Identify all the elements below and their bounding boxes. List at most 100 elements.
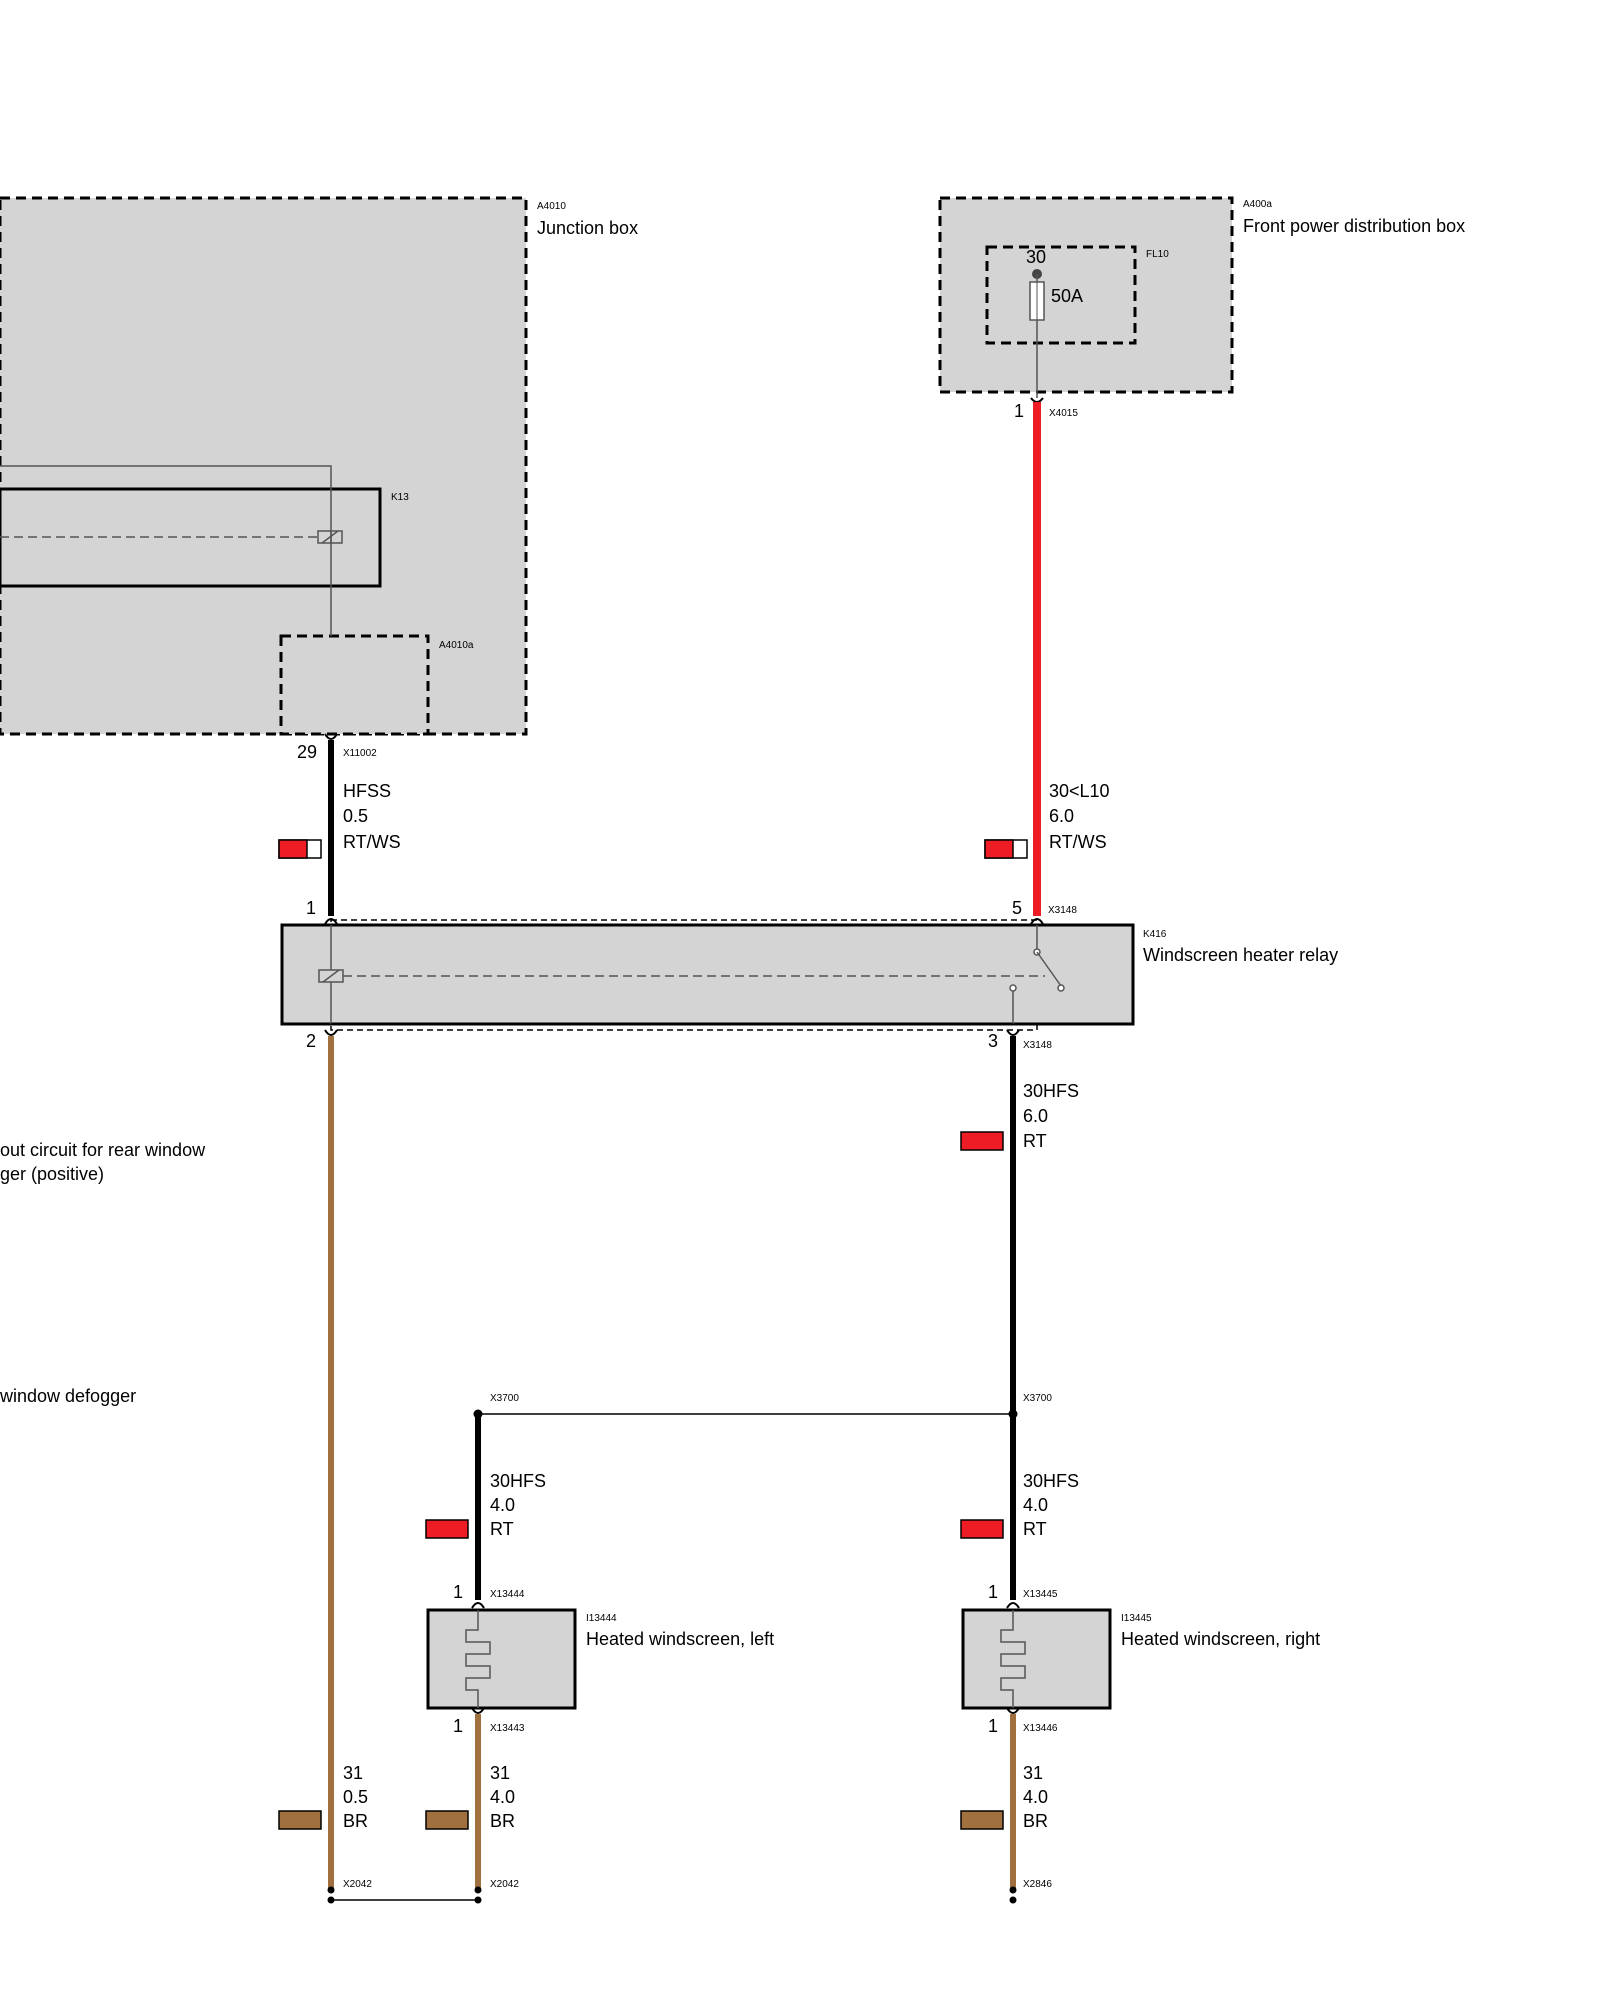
- x13445-pin: 1: [988, 1582, 998, 1602]
- wire-gnd-relay-signal: 31: [343, 1763, 363, 1783]
- x4015-connector-icon: [1030, 397, 1044, 403]
- heating-element-left-icon: [465, 1610, 491, 1708]
- relay-pin3: 3: [988, 1031, 998, 1051]
- heated-windscreen-left: I13444 Heated windscreen, left: [426, 1608, 774, 1710]
- a4010a-id: A4010a: [439, 640, 474, 651]
- wire-gnd-relay-gauge: 0.5: [343, 1787, 368, 1807]
- wire-hfss-gauge: 0.5: [343, 806, 368, 826]
- wire-hfs-right-gauge: 4.0: [1023, 1495, 1048, 1515]
- swatch-red-main: [960, 1131, 1004, 1151]
- x11002-pin: 29: [297, 742, 317, 762]
- relay-pin3-connector-icon: [1006, 1029, 1020, 1036]
- swatch-brown-left: [425, 1810, 469, 1830]
- x4015-id: X4015: [1049, 408, 1078, 419]
- x13443-connector-icon: [471, 1707, 485, 1714]
- relay-pin1: 1: [306, 898, 316, 918]
- relay-pin2-connector-icon: [324, 1029, 338, 1036]
- wire-gnd-left-color: BR: [490, 1811, 515, 1831]
- x2846-id: X2846: [1023, 1879, 1052, 1890]
- pdb-name: Front power distribution box: [1243, 216, 1465, 236]
- fuse-terminal: 30: [1026, 247, 1046, 267]
- heated-left-id: I13444: [586, 1613, 617, 1624]
- wire-gnd-relay-color: BR: [343, 1811, 368, 1831]
- relay-id: K416: [1143, 929, 1167, 940]
- relay-name: Windscreen heater relay: [1143, 945, 1338, 965]
- x13444-id: X13444: [490, 1589, 525, 1600]
- relay-pin2: 2: [306, 1031, 316, 1051]
- heated-windscreen-right: I13445 Heated windscreen, right: [961, 1608, 1320, 1710]
- heated-right-outline: [961, 1608, 1112, 1710]
- swatch-brown-relay: [278, 1810, 322, 1830]
- wire-l10-gauge: 6.0: [1049, 806, 1074, 826]
- x13444-connector-icon: [471, 1602, 485, 1609]
- ground-x2042-b-dot: [474, 1886, 482, 1894]
- wire-gnd-left-signal: 31: [490, 1763, 510, 1783]
- relay-pin5: 5: [1012, 898, 1022, 918]
- x3700-right-id: X3700: [1023, 1393, 1052, 1404]
- x3148-pin5-connector-icon: [1030, 918, 1044, 925]
- heated-left-outline: [426, 1608, 577, 1710]
- heated-left-name: Heated windscreen, left: [586, 1629, 774, 1649]
- x2042-b-id: X2042: [490, 1879, 519, 1890]
- x13443-id: X13443: [490, 1723, 525, 1734]
- x13444-pin: 1: [453, 1582, 463, 1602]
- ground-x2042-a-dot: [327, 1886, 335, 1894]
- pdb-id: A400a: [1243, 199, 1272, 210]
- module-a4010a: A4010a: [279, 634, 474, 736]
- x11002-id: X11002: [343, 748, 377, 759]
- x11002-connector-icon: [324, 733, 338, 740]
- junction-internal-wire: [0, 465, 332, 636]
- junction-box-id: A4010: [537, 201, 566, 212]
- wire-hfss-color: RT/WS: [343, 832, 401, 852]
- wire-hfs-main-signal: 30HFS: [1023, 1081, 1079, 1101]
- x3700-left-id: X3700: [490, 1393, 519, 1404]
- offpage-ref-window-defogger: window defogger: [0, 1386, 136, 1406]
- windscreen-heater-relay: K416 Windscreen heater relay 1 5 X3148 2…: [280, 898, 1338, 1051]
- relay-pin3-connector-id: X3148: [1023, 1040, 1052, 1051]
- x13443-pin: 1: [453, 1716, 463, 1736]
- k13-id: K13: [391, 492, 409, 503]
- heating-element-right-icon: [1000, 1610, 1026, 1708]
- offpage-ref-rear-window-positive-2: ger (positive): [0, 1164, 104, 1184]
- wire-gnd-right-gauge: 4.0: [1023, 1787, 1048, 1807]
- relay-switch-icon: [1036, 951, 1062, 987]
- junction-box-name: Junction box: [537, 218, 638, 238]
- heated-right-id: I13445: [1121, 1613, 1152, 1624]
- x13445-id: X13445: [1023, 1589, 1058, 1600]
- x4015-pin: 1: [1014, 401, 1024, 421]
- wire-l10-signal: 30<L10: [1049, 781, 1110, 801]
- x2042-a-id: X2042: [343, 1879, 372, 1890]
- wire-hfs-right-signal: 30HFS: [1023, 1471, 1079, 1491]
- wire-gnd-right-color: BR: [1023, 1811, 1048, 1831]
- fuse-holder-outline: [985, 245, 1137, 345]
- ground-x2846-dot: [1009, 1886, 1017, 1894]
- wire-hfs-left-gauge: 4.0: [490, 1495, 515, 1515]
- wire-l10-color: RT/WS: [1049, 832, 1107, 852]
- fuse-rating: 50A: [1051, 286, 1083, 306]
- wire-hfss-signal: HFSS: [343, 781, 391, 801]
- x13445-connector-icon: [1006, 1602, 1020, 1609]
- front-power-distribution-box: A400a Front power distribution box FL10 …: [938, 196, 1465, 398]
- relay-pin5-connector-id: X3148: [1048, 905, 1077, 916]
- relay-outline: [280, 923, 1135, 1026]
- wire-hfs-left-color: RT: [490, 1519, 514, 1539]
- wire-gnd-left-gauge: 4.0: [490, 1787, 515, 1807]
- wire-hfs-main-color: RT: [1023, 1131, 1047, 1151]
- wire-hfs-left-signal: 30HFS: [490, 1471, 546, 1491]
- fuse-id: FL10: [1146, 249, 1169, 260]
- wire-hfs-main-gauge: 6.0: [1023, 1106, 1048, 1126]
- offpage-ref-rear-window-positive: out circuit for rear window: [0, 1140, 206, 1160]
- heated-right-name: Heated windscreen, right: [1121, 1629, 1320, 1649]
- wire-gnd-right-signal: 31: [1023, 1763, 1043, 1783]
- swatch-brown-right: [960, 1810, 1004, 1830]
- swatch-red-left: [425, 1519, 469, 1539]
- wire-hfs-right-color: RT: [1023, 1519, 1047, 1539]
- a4010a-outline: [279, 634, 430, 736]
- x13446-pin: 1: [988, 1716, 998, 1736]
- x13446-id: X13446: [1023, 1723, 1058, 1734]
- x3148-pin1-connector-icon: [324, 918, 338, 925]
- relay-k13: K13: [0, 487, 409, 588]
- x13446-connector-icon: [1006, 1707, 1020, 1714]
- swatch-red-right: [960, 1519, 1004, 1539]
